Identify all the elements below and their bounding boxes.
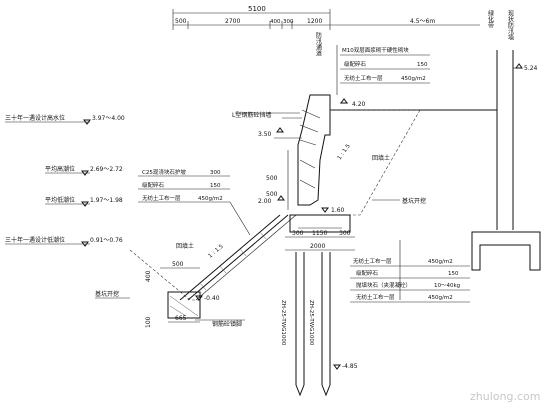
watermark: zhulong.com — [470, 390, 540, 403]
layer-top-2: 无纺土工布一层 — [344, 74, 383, 82]
dim-2700: 2700 — [225, 18, 240, 25]
layer-slope-2-val: 450g/m2 — [198, 196, 223, 202]
layer-bottom-3-val: 450g/m2 — [428, 295, 453, 301]
val-avg-high: 2.69～2.72 — [90, 166, 123, 173]
dim-bottom-300b: 300 — [339, 230, 351, 237]
dim-mid-500b: 500 — [266, 191, 278, 198]
dim-1200: 1200 — [307, 18, 322, 25]
layer-slope-2: 无纺土工布一层 — [142, 194, 181, 202]
label-fill-left: 回填土 — [176, 242, 194, 250]
layer-top-0: M10双层面浆砌干硬性砌块 — [342, 46, 409, 54]
layer-bottom-3: 无纺土工布一层 — [356, 293, 395, 301]
val-low-design: 0.91～0.76 — [90, 237, 123, 244]
dim-400: 400 — [270, 19, 281, 25]
dim-bottom-1150: 1150 — [312, 230, 327, 237]
label-pile-left: ZH-25-TWG1000 — [280, 300, 286, 346]
layer-top-1: 级配碎石 — [344, 60, 367, 68]
elev-3-50: 3.50 — [258, 131, 272, 138]
dim-bottom-2000: 2000 — [310, 243, 325, 250]
label-l-wall: L型钢筋砼挡墙 — [232, 111, 271, 119]
label-toe: 钢筋砼镇脚 — [212, 320, 242, 328]
layer-bottom-0: 无纺土工布一层 — [353, 257, 392, 265]
layer-bottom-0-val: 450g/m2 — [428, 259, 453, 265]
dim-300: 300 — [283, 19, 294, 25]
dim-left-665: 665 — [175, 315, 187, 322]
layer-slope-1-val: 150 — [210, 183, 221, 189]
slope-ratio-right: 1 : 1.5 — [337, 143, 352, 161]
layer-bottom-2-val: 10～40kg — [434, 283, 460, 289]
slope-ratio-left: 1 : 1.5 — [207, 243, 225, 259]
water-levels: 三十年一遇设计高水位 3.97～4.00 平均高潮位 2.69～2.72 平均低… — [5, 114, 125, 247]
label-greenbelt: 绿化带 — [487, 9, 494, 29]
label-avg-high: 平均高潮位 — [45, 165, 75, 173]
dim-500: 500 — [175, 18, 187, 25]
dim-left-100: 100 — [145, 316, 152, 328]
dim-total: 5100 — [248, 5, 266, 13]
top-layer-note: M10双层面浆砌干硬性砌块 级配碎石 150 无纺土工布一层 450g/m2 — [336, 45, 430, 95]
top-dimension-chain: 5100 500 2700 400 300 1200 4.5～6m — [172, 5, 480, 30]
val-flood-level: 3.97～4.00 — [92, 115, 125, 122]
layer-slope-0-val: 300 — [210, 170, 221, 176]
layer-top-2-val: 450g/m2 — [401, 76, 426, 82]
elev-1-60: 1.60 — [331, 207, 345, 214]
label-existing-wall: 现状防汛墙 — [507, 10, 514, 41]
existing-flood-wall: 5.24 — [471, 50, 541, 271]
elev-4-20: 4.20 — [352, 101, 366, 108]
l-shaped-wall: L型钢筋砼挡墙 3.50 500 500 2.00 — [232, 94, 331, 210]
foundation-and-piles: 1.60 300 1150 300 2000 ZH-25-TWG1000 ZH-… — [280, 207, 358, 397]
elev-neg-4-85: -4.85 — [342, 363, 358, 370]
dim-left-500: 500 — [172, 261, 184, 268]
label-avg-low: 平均低潮位 — [45, 196, 75, 204]
bottom-layer-note: 无纺土工布一层 450g/m2 级配碎石 150 抛填块石（夹混凝砼） 10～4… — [350, 240, 470, 303]
dim-bottom-300a: 300 — [292, 230, 304, 237]
layer-bottom-1: 级配碎石 — [356, 269, 379, 277]
left-slope-revetment: 1 : 1.5 回填土 基坑开挖 — [95, 214, 297, 301]
label-low-design: 三十年一遇设计低潮位 — [5, 236, 65, 244]
layer-bottom-1-val: 150 — [448, 271, 459, 277]
elev-neg-0-40: -0.40 — [204, 295, 220, 302]
slope-layer-note: C25现浇块石护坡 300 级配碎石 150 无纺土工布一层 450g/m2 — [138, 168, 251, 236]
label-excavation-left: 基坑开挖 — [95, 290, 119, 298]
dim-mid-500: 500 — [266, 175, 278, 182]
label-flood-road: 防汛通道 — [315, 31, 322, 57]
dim-right-width: 4.5～6m — [410, 18, 435, 25]
right-backfill: 回填土 1 : 1.5 基坑开挖 — [330, 109, 426, 216]
dim-left-400: 400 — [145, 270, 152, 282]
layer-slope-0: C25现浇块石护坡 — [142, 168, 186, 176]
label-flood-level: 三十年一遇设计高水位 — [5, 114, 65, 122]
label-fill-right: 回填土 — [372, 154, 390, 162]
elev-2-00: 2.00 — [258, 198, 272, 205]
layer-bottom-2: 抛填块石（夹混凝砼） — [356, 281, 411, 289]
layer-top-1-val: 150 — [417, 62, 428, 68]
elev-5-24: 5.24 — [524, 65, 538, 72]
label-excavation-right: 基坑开挖 — [402, 197, 426, 205]
toe-block: 500 400 100 665 -0.40 钢筋砼镇脚 — [145, 261, 245, 328]
layer-slope-1: 级配碎石 — [142, 181, 165, 189]
label-pile-right: ZH-25-TWG1000 — [308, 300, 314, 346]
val-avg-low: 1.97～1.98 — [90, 197, 123, 204]
